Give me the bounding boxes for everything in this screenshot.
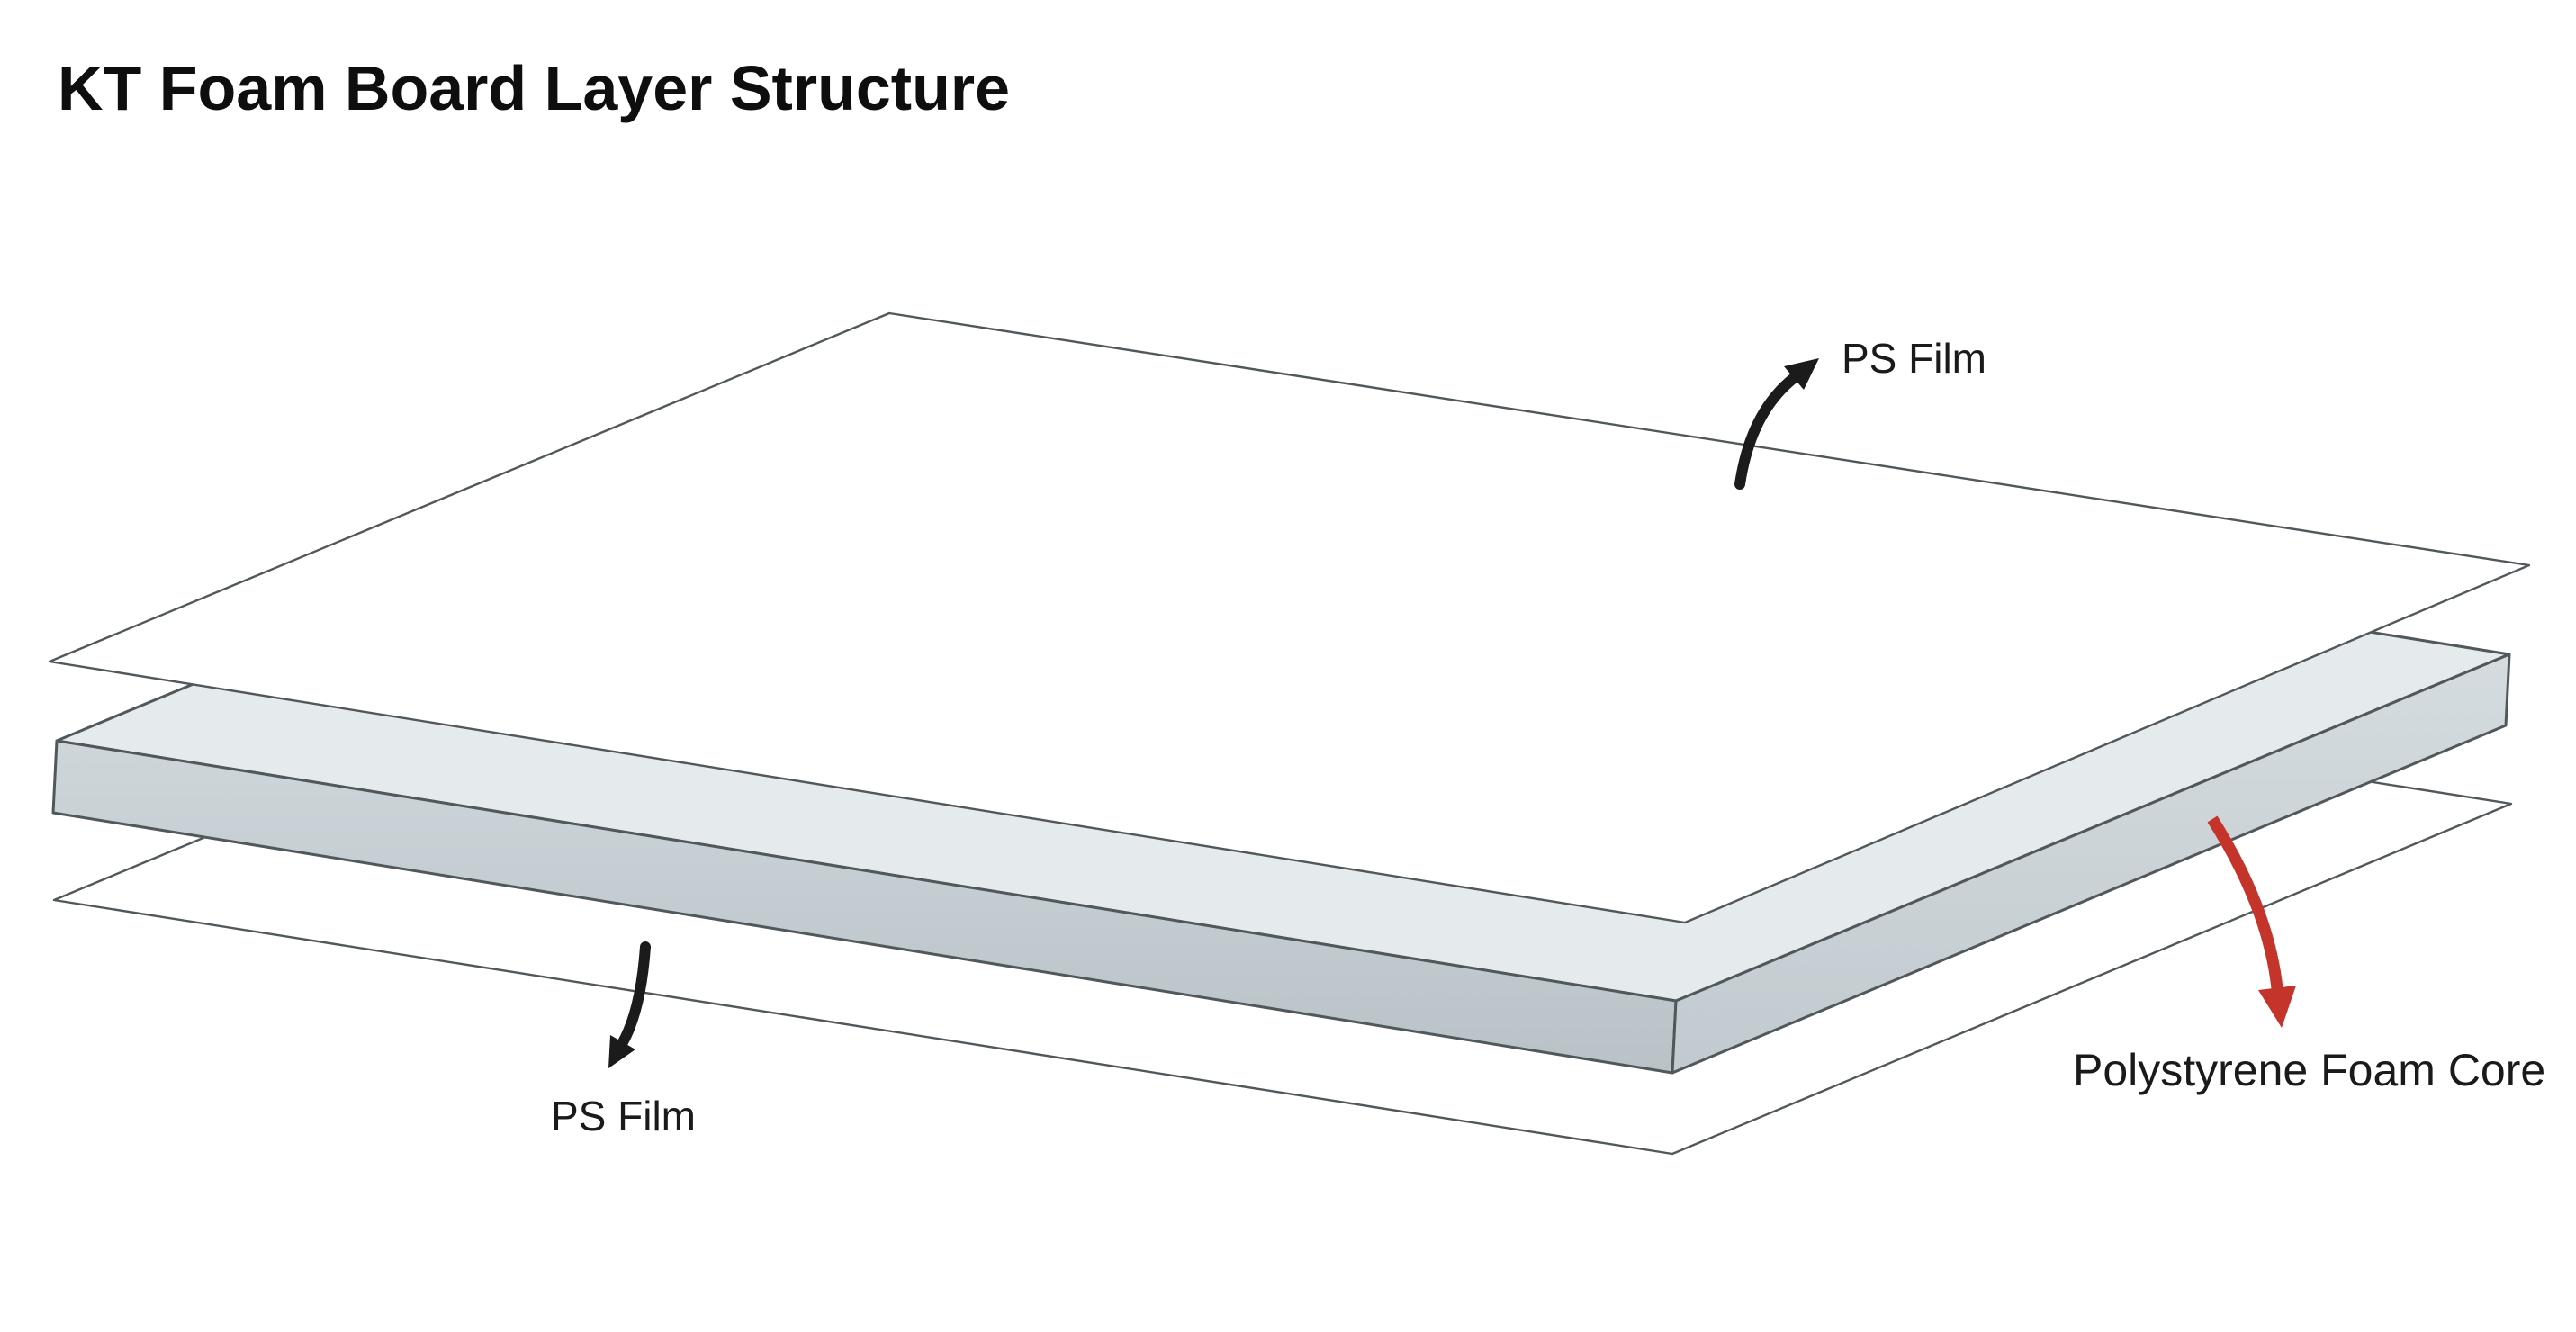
foam-core-arrow-shaft: [2207, 815, 2283, 989]
top-film-arrowhead-icon: [1784, 358, 1819, 390]
foam-core-label: Polystyrene Foam Core: [2073, 1045, 2545, 1095]
foam-core-front-right-face: [1671, 652, 2511, 1075]
bottom-film-arrow: [608, 941, 651, 1068]
bottom-film-arrow-shaft: [617, 941, 651, 1048]
top-film-arrow: [1734, 358, 1819, 490]
bottom-film-arrowhead-icon: [608, 1035, 635, 1068]
top-film-arrow-shaft: [1734, 373, 1799, 490]
top-film-label: PS Film: [1842, 335, 1986, 382]
foam-core-arrow: [2207, 815, 2296, 1028]
top-film-sheet: [48, 311, 2531, 924]
bottom-film-label: PS Film: [551, 1093, 696, 1139]
foam-core-arrowhead-icon: [2258, 986, 2296, 1028]
page-title: KT Foam Board Layer Structure: [58, 53, 1010, 123]
